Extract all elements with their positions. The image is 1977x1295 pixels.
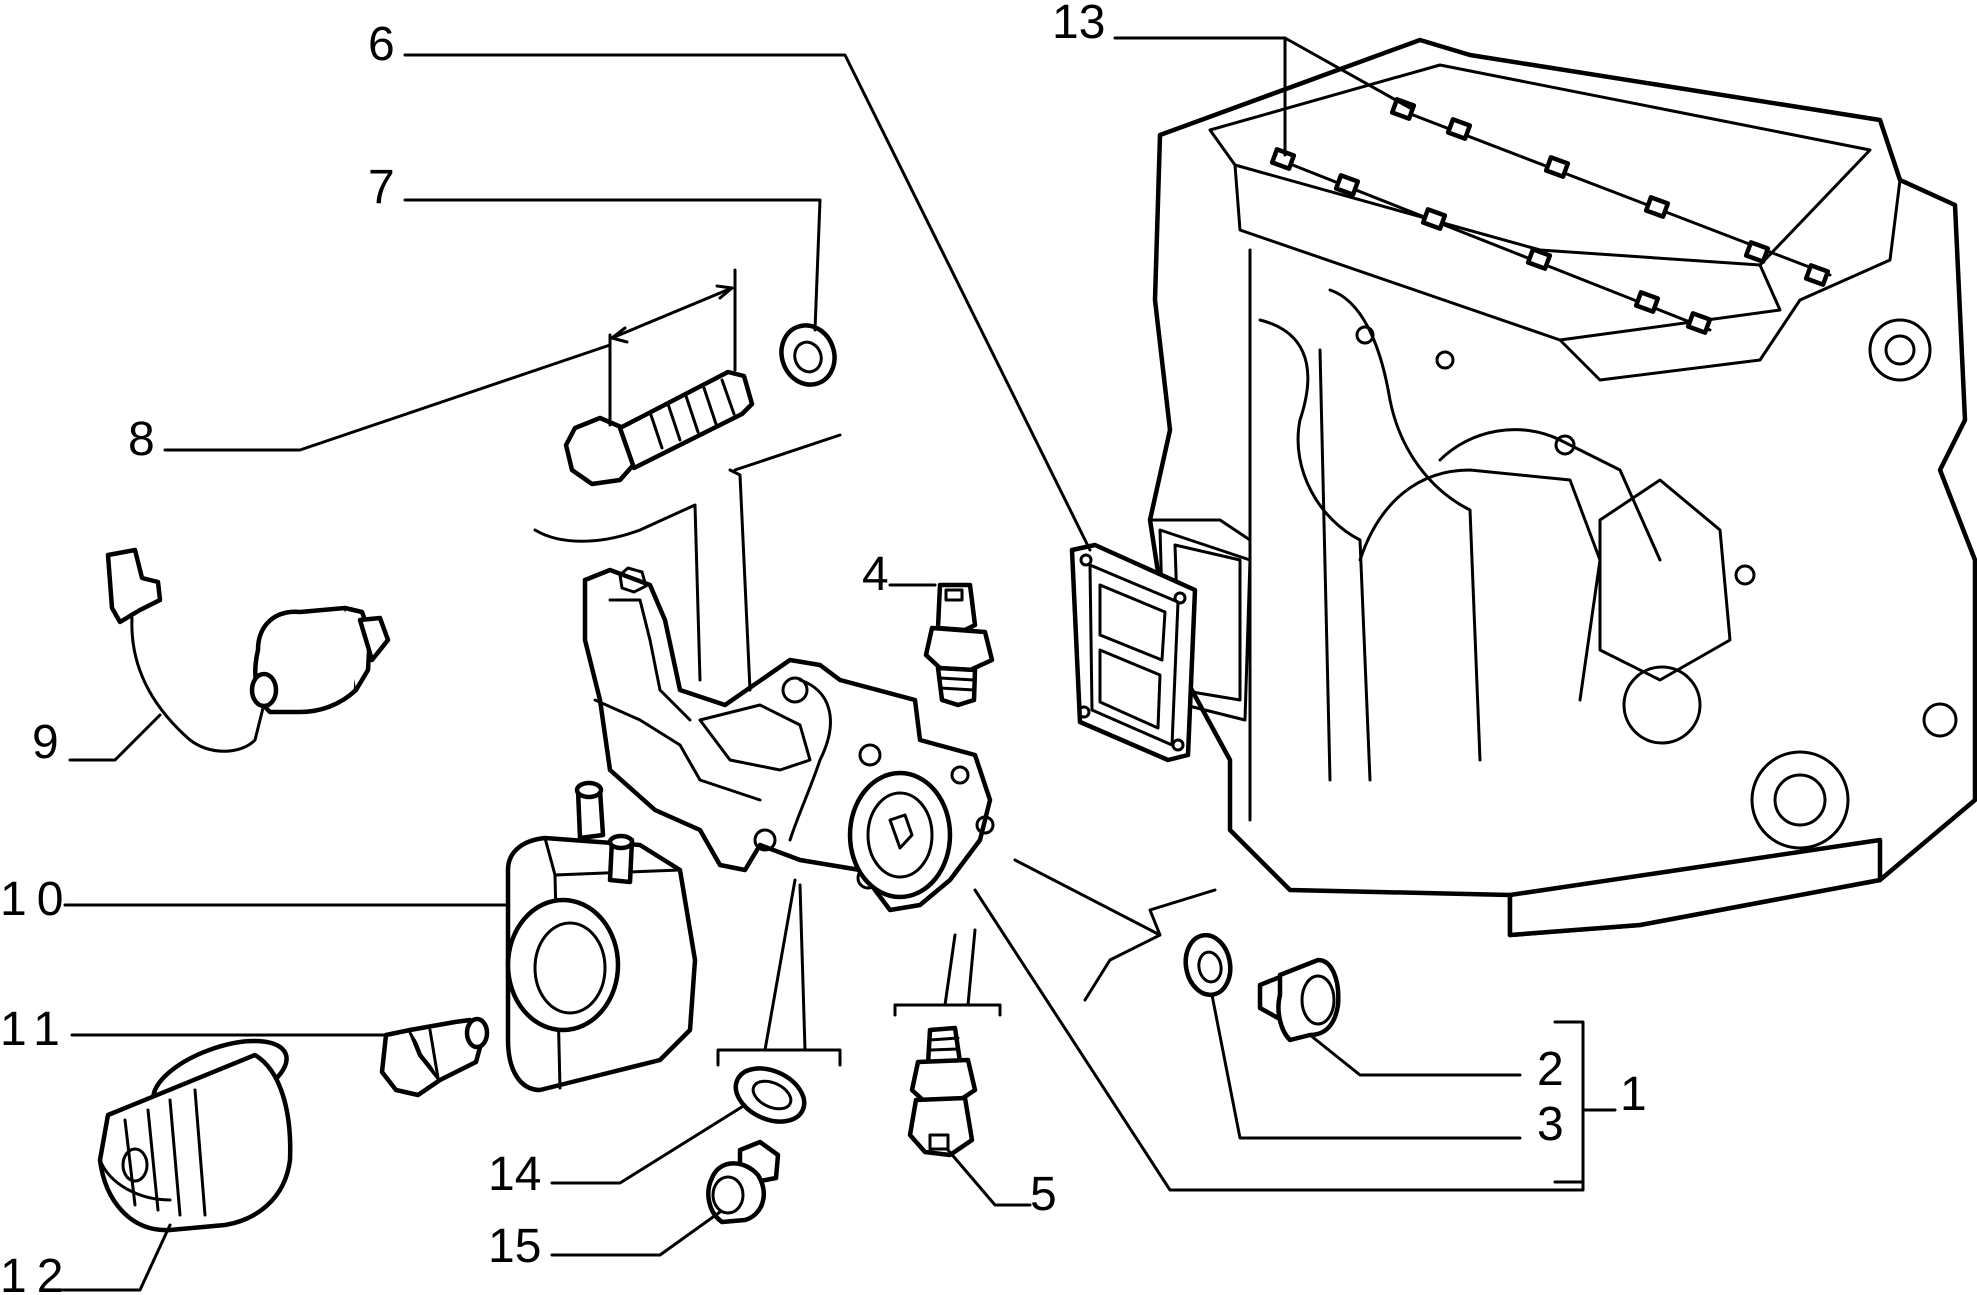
callout-9: 9 [32, 716, 59, 769]
callout-7: 7 [368, 161, 395, 214]
leader-12 [58, 1223, 172, 1292]
leader-lines [58, 36, 1617, 1292]
callout-1: 1 [1620, 1068, 1647, 1121]
leader-13 [1113, 36, 1412, 157]
plug-part-15 [706, 1139, 781, 1225]
leader-5 [946, 1148, 1032, 1207]
leader-15 [550, 1210, 722, 1257]
callout-10: 10 [0, 873, 73, 926]
callout-13: 13 [1052, 0, 1105, 49]
leader-8 [163, 343, 612, 452]
bolt-part-8 [563, 268, 755, 487]
leader-7 [403, 198, 822, 332]
callout-4: 4 [862, 548, 889, 601]
washer-part-3 [1183, 932, 1233, 998]
callout-15: 15 [488, 1220, 541, 1273]
callout-6: 6 [368, 18, 395, 71]
leader-3 [1210, 993, 1522, 1140]
bracket-5-group [893, 928, 1002, 1017]
callout-5: 5 [1030, 1168, 1057, 1221]
engine-block [1147, 37, 1977, 938]
callout-3: 3 [1537, 1098, 1564, 1151]
union-fitting-part-11 [379, 1016, 490, 1098]
gasket-part-6 [1069, 542, 1198, 763]
bracket-14-15-group [716, 878, 842, 1067]
sensor-part-5 [907, 1025, 978, 1158]
leader-6 [403, 53, 1092, 552]
callout-12: 12 [0, 1250, 73, 1295]
fuel-rail-clips [1269, 97, 1831, 335]
washer-part-14 [733, 1066, 807, 1124]
callout-8: 8 [128, 413, 155, 466]
plug-part-2 [1257, 957, 1341, 1043]
oil-cooler-part-10 [505, 780, 698, 1093]
leader-14 [550, 1103, 747, 1185]
leader-1 [973, 888, 1585, 1192]
sensor-part-4 [923, 582, 995, 708]
callout-11: 11 [0, 1003, 70, 1056]
washer-part-7 [779, 323, 837, 387]
leader-9 [68, 713, 162, 762]
bracket-2-3-group [1013, 858, 1217, 1002]
leader-2 [1308, 1033, 1522, 1077]
callout-14: 14 [488, 1148, 541, 1201]
callout-2: 2 [1537, 1043, 1564, 1096]
oil-pump-housing [582, 566, 995, 913]
housing-sub-outline [533, 433, 842, 692]
oil-filter-part-12 [97, 1038, 293, 1233]
bracket-1 [1553, 1020, 1617, 1184]
pressure-sensor-part-9 [105, 547, 391, 753]
callout-labels: 13 6 7 8 9 10 11 12 14 15 5 4 2 3 1 [0, 0, 1647, 1295]
